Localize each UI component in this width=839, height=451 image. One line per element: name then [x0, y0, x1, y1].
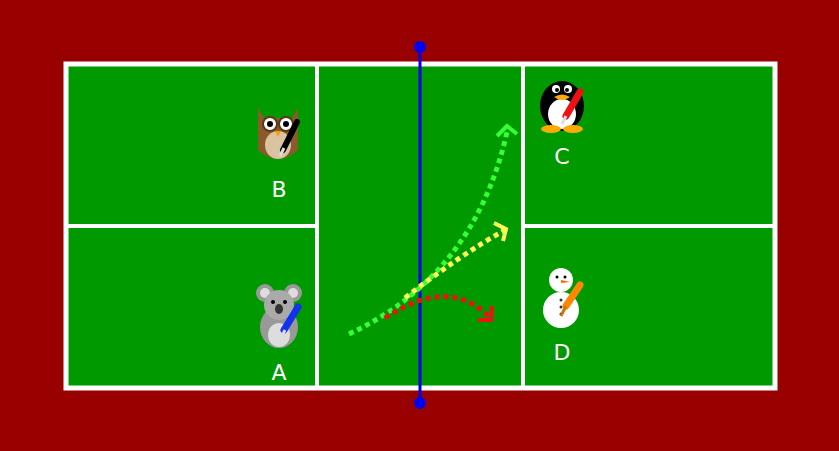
- player-label: C: [554, 146, 569, 168]
- player-label: A: [271, 362, 286, 384]
- player-label: B: [271, 179, 286, 201]
- player-label: D: [554, 342, 571, 364]
